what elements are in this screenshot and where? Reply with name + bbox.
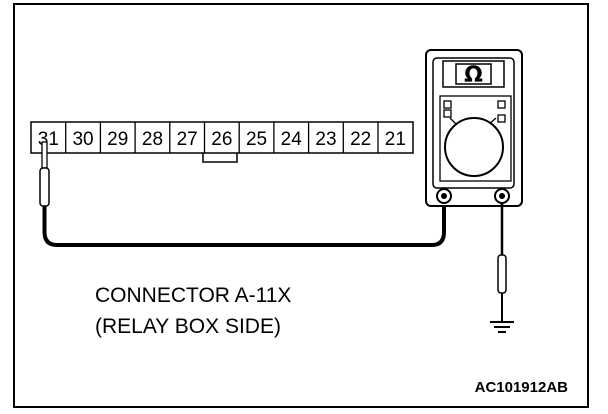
ground-icon [490,321,514,333]
pin-label-30: 30 [72,129,93,150]
pin-label-29: 29 [107,129,128,150]
connector-lock-tab [202,153,238,163]
ground-probe [497,254,507,294]
pin-label-24: 24 [281,129,303,150]
pin-label-22: 22 [350,129,371,150]
connector-pins: 31 30 29 28 27 26 25 24 23 22 21 [38,122,406,153]
connector-caption-line1: CONNECTOR A-11X [95,284,291,307]
range-indicator-icon [497,114,506,123]
pin-label-26: 26 [211,129,232,150]
range-indicator-icon [497,100,506,109]
pin-label-27: 27 [177,129,198,150]
connector-caption-line2: (RELAY BOX SIDE) [95,315,281,338]
test-lead-positive [42,198,446,247]
range-indicator-icon [443,109,452,118]
meter-display-window [455,63,492,85]
diagram-frame [13,3,589,408]
connector-housing [30,121,414,154]
pin-label-25: 25 [246,129,267,150]
pin-label-23: 23 [315,129,336,150]
range-indicator-icon [443,100,452,109]
pin-label-28: 28 [142,129,163,150]
pin-label-31: 31 [38,129,59,150]
ground-lead [490,203,514,333]
connector-a-11x: 31 30 29 28 27 26 25 24 23 22 21 [30,121,414,163]
connector-probe [39,141,50,207]
rotary-dial-icon [444,117,504,177]
meter-display [442,60,505,88]
jack-center-icon [441,193,447,199]
jack-center-icon [499,193,505,199]
pin-label-21: 21 [385,129,406,150]
ohmmeter: Ω [425,49,523,207]
ohm-symbol: Ω [464,63,483,88]
figure-code: AC101912AB [475,379,569,396]
